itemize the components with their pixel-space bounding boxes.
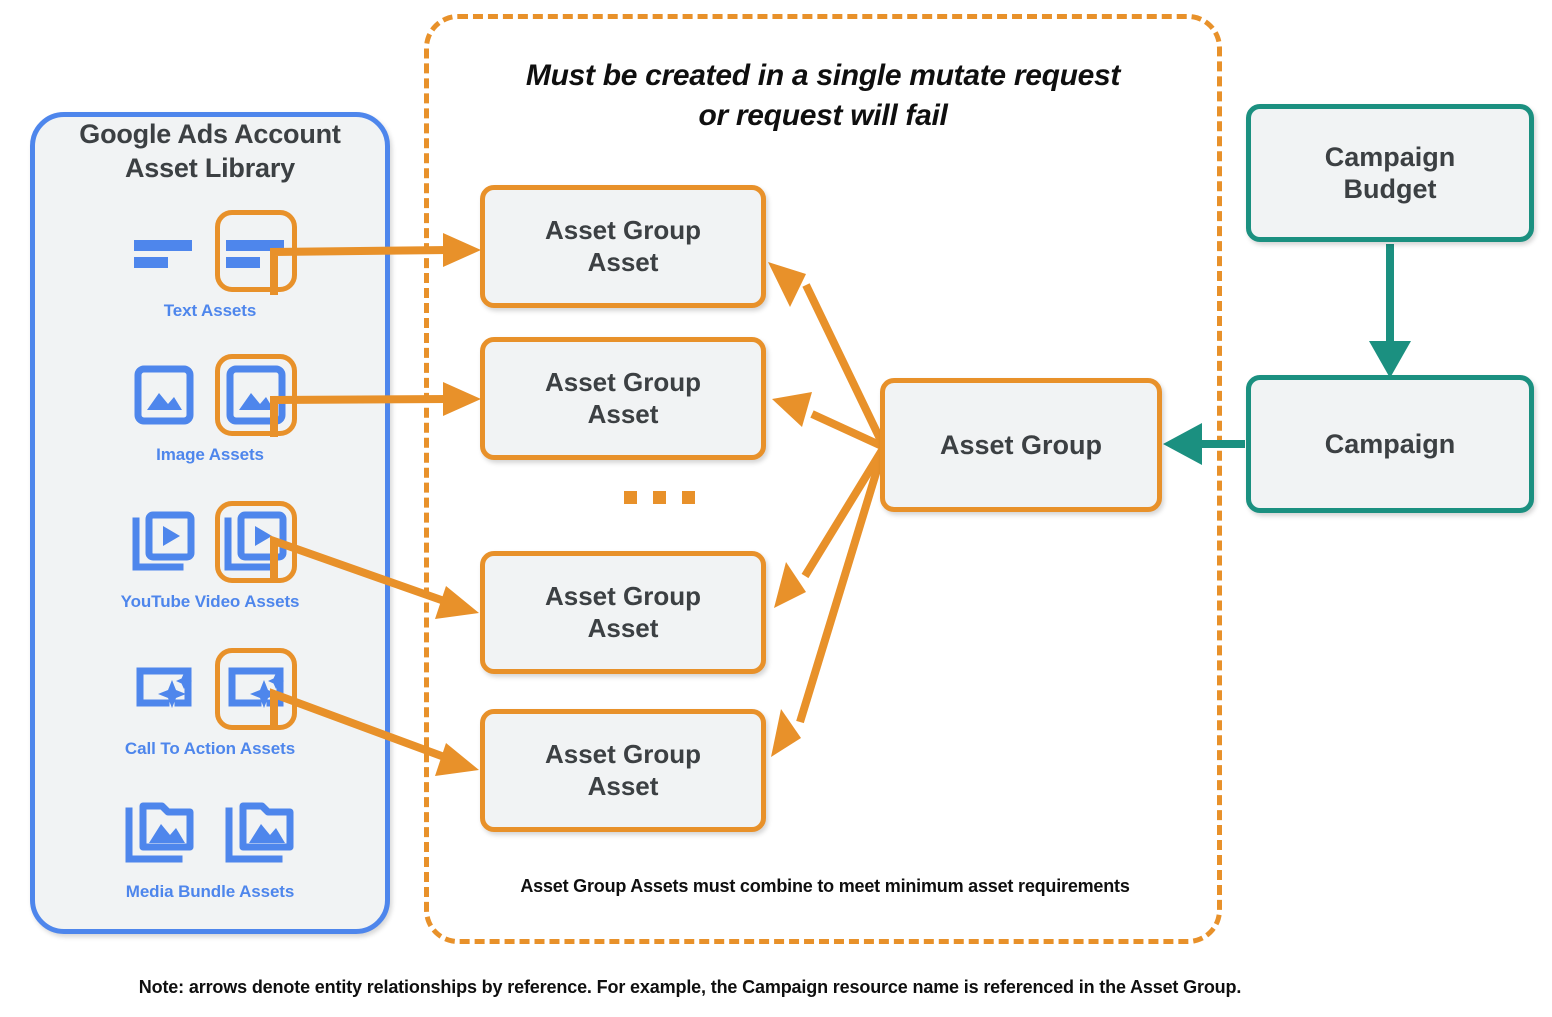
icon-pair-cta [30, 643, 390, 735]
asset-group-asset-box-3[interactable]: Asset Group Asset [480, 551, 766, 674]
icon-pair-image [30, 349, 390, 441]
mutate-request-footnote: Asset Group Assets must combine to meet … [520, 876, 1130, 896]
call-to-action-sparkle-icon-glyph [228, 667, 284, 708]
edge-budget-to-campaign [1369, 244, 1411, 378]
folder-image-stack-icon [119, 791, 201, 873]
asset-group-node-label: Asset Group [939, 429, 1103, 460]
campaign-budget-node[interactable]: Campaign Budget [1246, 104, 1534, 242]
text-lines-icon [123, 210, 205, 292]
video-stack-icon-glyph [224, 511, 287, 571]
asset-row-text[interactable]: Text Assets [30, 205, 390, 321]
asset-caption-text: Text Assets [163, 301, 257, 320]
mutate-request-container [424, 14, 1222, 944]
text-lines-icon-glyph [226, 240, 284, 268]
call-to-action-sparkle-icon-selected[interactable] [215, 648, 297, 730]
asset-group-asset-box-2[interactable]: Asset Group Asset [480, 337, 766, 460]
call-to-action-sparkle-icon-glyph [136, 667, 192, 708]
ellipsis-dot-1 [624, 491, 637, 504]
video-stack-icon-glyph [132, 511, 195, 571]
asset-row-video[interactable]: YouTube Video Assets [30, 496, 390, 612]
mutate-title-line2: or request will fail [698, 98, 948, 132]
asset-row-image[interactable]: Image Assets [30, 349, 390, 465]
asset-group-asset-box-1[interactable]: Asset Group Asset [480, 185, 766, 308]
mutate-request-title: Must be created in a single mutate reque… [450, 56, 1196, 136]
asset-group-asset-ellipsis [624, 491, 695, 504]
asset-library-title-line1: Google Ads Account [79, 119, 341, 149]
campaign-budget-node-label: Campaign Budget [1324, 141, 1456, 204]
image-icon-glyph [226, 365, 286, 425]
icon-pair-media-bundle [30, 786, 390, 878]
campaign-node[interactable]: Campaign [1246, 375, 1534, 513]
asset-library-title-line2: Asset Library [125, 152, 295, 183]
icon-pair-text [30, 205, 390, 297]
folder-image-stack-icon-2 [219, 791, 301, 873]
video-stack-icon [123, 501, 205, 583]
campaign-node-label: Campaign [1324, 428, 1456, 459]
mutate-title-line1: Must be created in a single mutate reque… [525, 59, 1121, 92]
icon-pair-video [30, 496, 390, 588]
asset-caption-media-bundle: Media Bundle Assets [125, 882, 295, 901]
ellipsis-dot-2 [653, 491, 666, 504]
image-icon-glyph [134, 365, 194, 425]
asset-caption-image: Image Assets [156, 445, 264, 464]
folder-image-stack-icon-glyph [225, 802, 294, 863]
image-icon-selected[interactable] [215, 354, 297, 436]
asset-group-asset-box-4[interactable]: Asset Group Asset [480, 709, 766, 832]
asset-library-title: Google Ads Account Asset Library [30, 118, 390, 186]
asset-group-asset-label-2: Asset Group Asset [544, 367, 702, 429]
diagram-footer-note: Note: arrows denote entity relationships… [138, 977, 1242, 997]
asset-caption-cta: Call To Action Assets [124, 739, 296, 758]
text-lines-icon-selected[interactable] [215, 210, 297, 292]
asset-group-asset-label-4: Asset Group Asset [544, 739, 702, 801]
image-icon [123, 354, 205, 436]
asset-row-cta[interactable]: Call To Action Assets [30, 643, 390, 759]
asset-group-node[interactable]: Asset Group [880, 378, 1162, 512]
asset-group-asset-label-3: Asset Group Asset [544, 581, 702, 643]
video-stack-icon-selected[interactable] [215, 501, 297, 583]
asset-row-media-bundle[interactable]: Media Bundle Assets [30, 786, 390, 902]
folder-image-stack-icon-glyph [125, 802, 194, 863]
text-lines-icon-glyph [134, 240, 192, 268]
call-to-action-sparkle-icon [123, 648, 205, 730]
ellipsis-dot-3 [682, 491, 695, 504]
asset-caption-video: YouTube Video Assets [120, 592, 300, 611]
asset-group-asset-label-1: Asset Group Asset [544, 215, 702, 277]
